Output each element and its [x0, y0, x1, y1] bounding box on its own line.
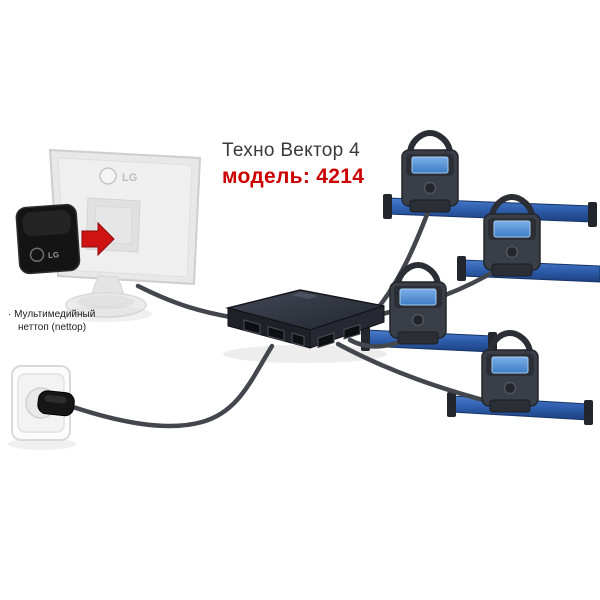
switch-top-highlight — [292, 292, 318, 299]
switch-port — [317, 332, 335, 349]
switch-port — [267, 325, 285, 342]
product-title: Техно Вектор 4 — [222, 140, 360, 161]
sensor-head-4 — [482, 333, 538, 412]
power-plug — [37, 390, 75, 417]
nettop-label-line1: · Мультимедийный — [8, 309, 96, 320]
nettop-highlight — [22, 210, 71, 237]
sensor-head-3 — [390, 265, 446, 344]
nettop: LG — [15, 203, 81, 275]
cable-monitor-to-switch — [135, 283, 239, 321]
sensor-head-1 — [402, 133, 458, 212]
cable-power-to-switch — [67, 343, 275, 429]
nettop-logo-emblem — [29, 247, 45, 263]
monitor-brand-text: LG — [122, 172, 137, 184]
product-model: модель: 4214 — [222, 165, 365, 188]
nettop-brand-text: LG — [48, 250, 60, 260]
cable-switch-to-sensor-4 — [335, 341, 501, 407]
switch-port — [243, 319, 261, 335]
switch-port — [343, 323, 361, 340]
plug-highlight — [44, 394, 67, 404]
monitor-logo-emblem — [99, 167, 117, 185]
cable-switch-to-sensor-1 — [375, 209, 431, 311]
nettop-label-line2: неттоп (nettop) — [18, 322, 87, 333]
nettop-label: · Мультимедийный неттоп (nettop) — [8, 308, 95, 334]
arrow-right-icon — [81, 221, 115, 257]
switch-port — [291, 332, 305, 347]
monitor-stand-base-inner — [77, 295, 135, 309]
title-block: Техно Вектор 4 модель: 4214 — [222, 140, 364, 189]
network-switch — [225, 289, 385, 349]
